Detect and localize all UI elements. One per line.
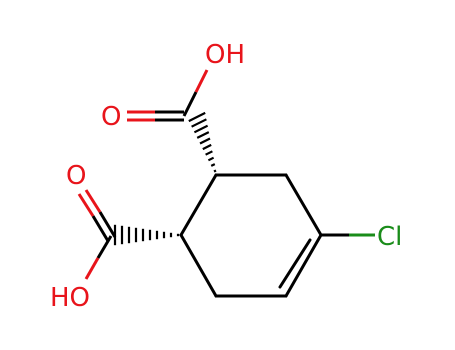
bond-c3-c4 xyxy=(284,233,323,298)
atom-o-left: O xyxy=(66,161,86,191)
bond-c2-c3 xyxy=(284,173,323,237)
atom-oh-top: OH xyxy=(205,40,245,70)
co-double-a-black xyxy=(98,211,117,238)
bond-c6-c1 xyxy=(179,173,218,237)
atom-ho-bottom: HO xyxy=(50,283,90,313)
lower-carboxyl-bonds xyxy=(77,189,117,280)
c-oh-black xyxy=(182,91,198,117)
bond-c3-c4-inner xyxy=(278,238,312,289)
co-double-b-black xyxy=(91,215,110,242)
c-ho-black xyxy=(96,235,113,259)
bond-c5-c6 xyxy=(179,233,218,298)
c-oh-red xyxy=(194,69,209,93)
hashed-wedge-left xyxy=(113,224,180,246)
ring-bonds xyxy=(179,173,323,298)
hashed-wedge-top xyxy=(188,111,217,173)
co-double-b-red xyxy=(77,193,95,217)
atom-o-top: O xyxy=(101,102,121,132)
co-double-a-red xyxy=(84,189,102,213)
atom-cl: Cl xyxy=(377,222,402,252)
c-ho-red xyxy=(84,257,100,280)
upper-carboxyl-bonds xyxy=(127,69,209,122)
